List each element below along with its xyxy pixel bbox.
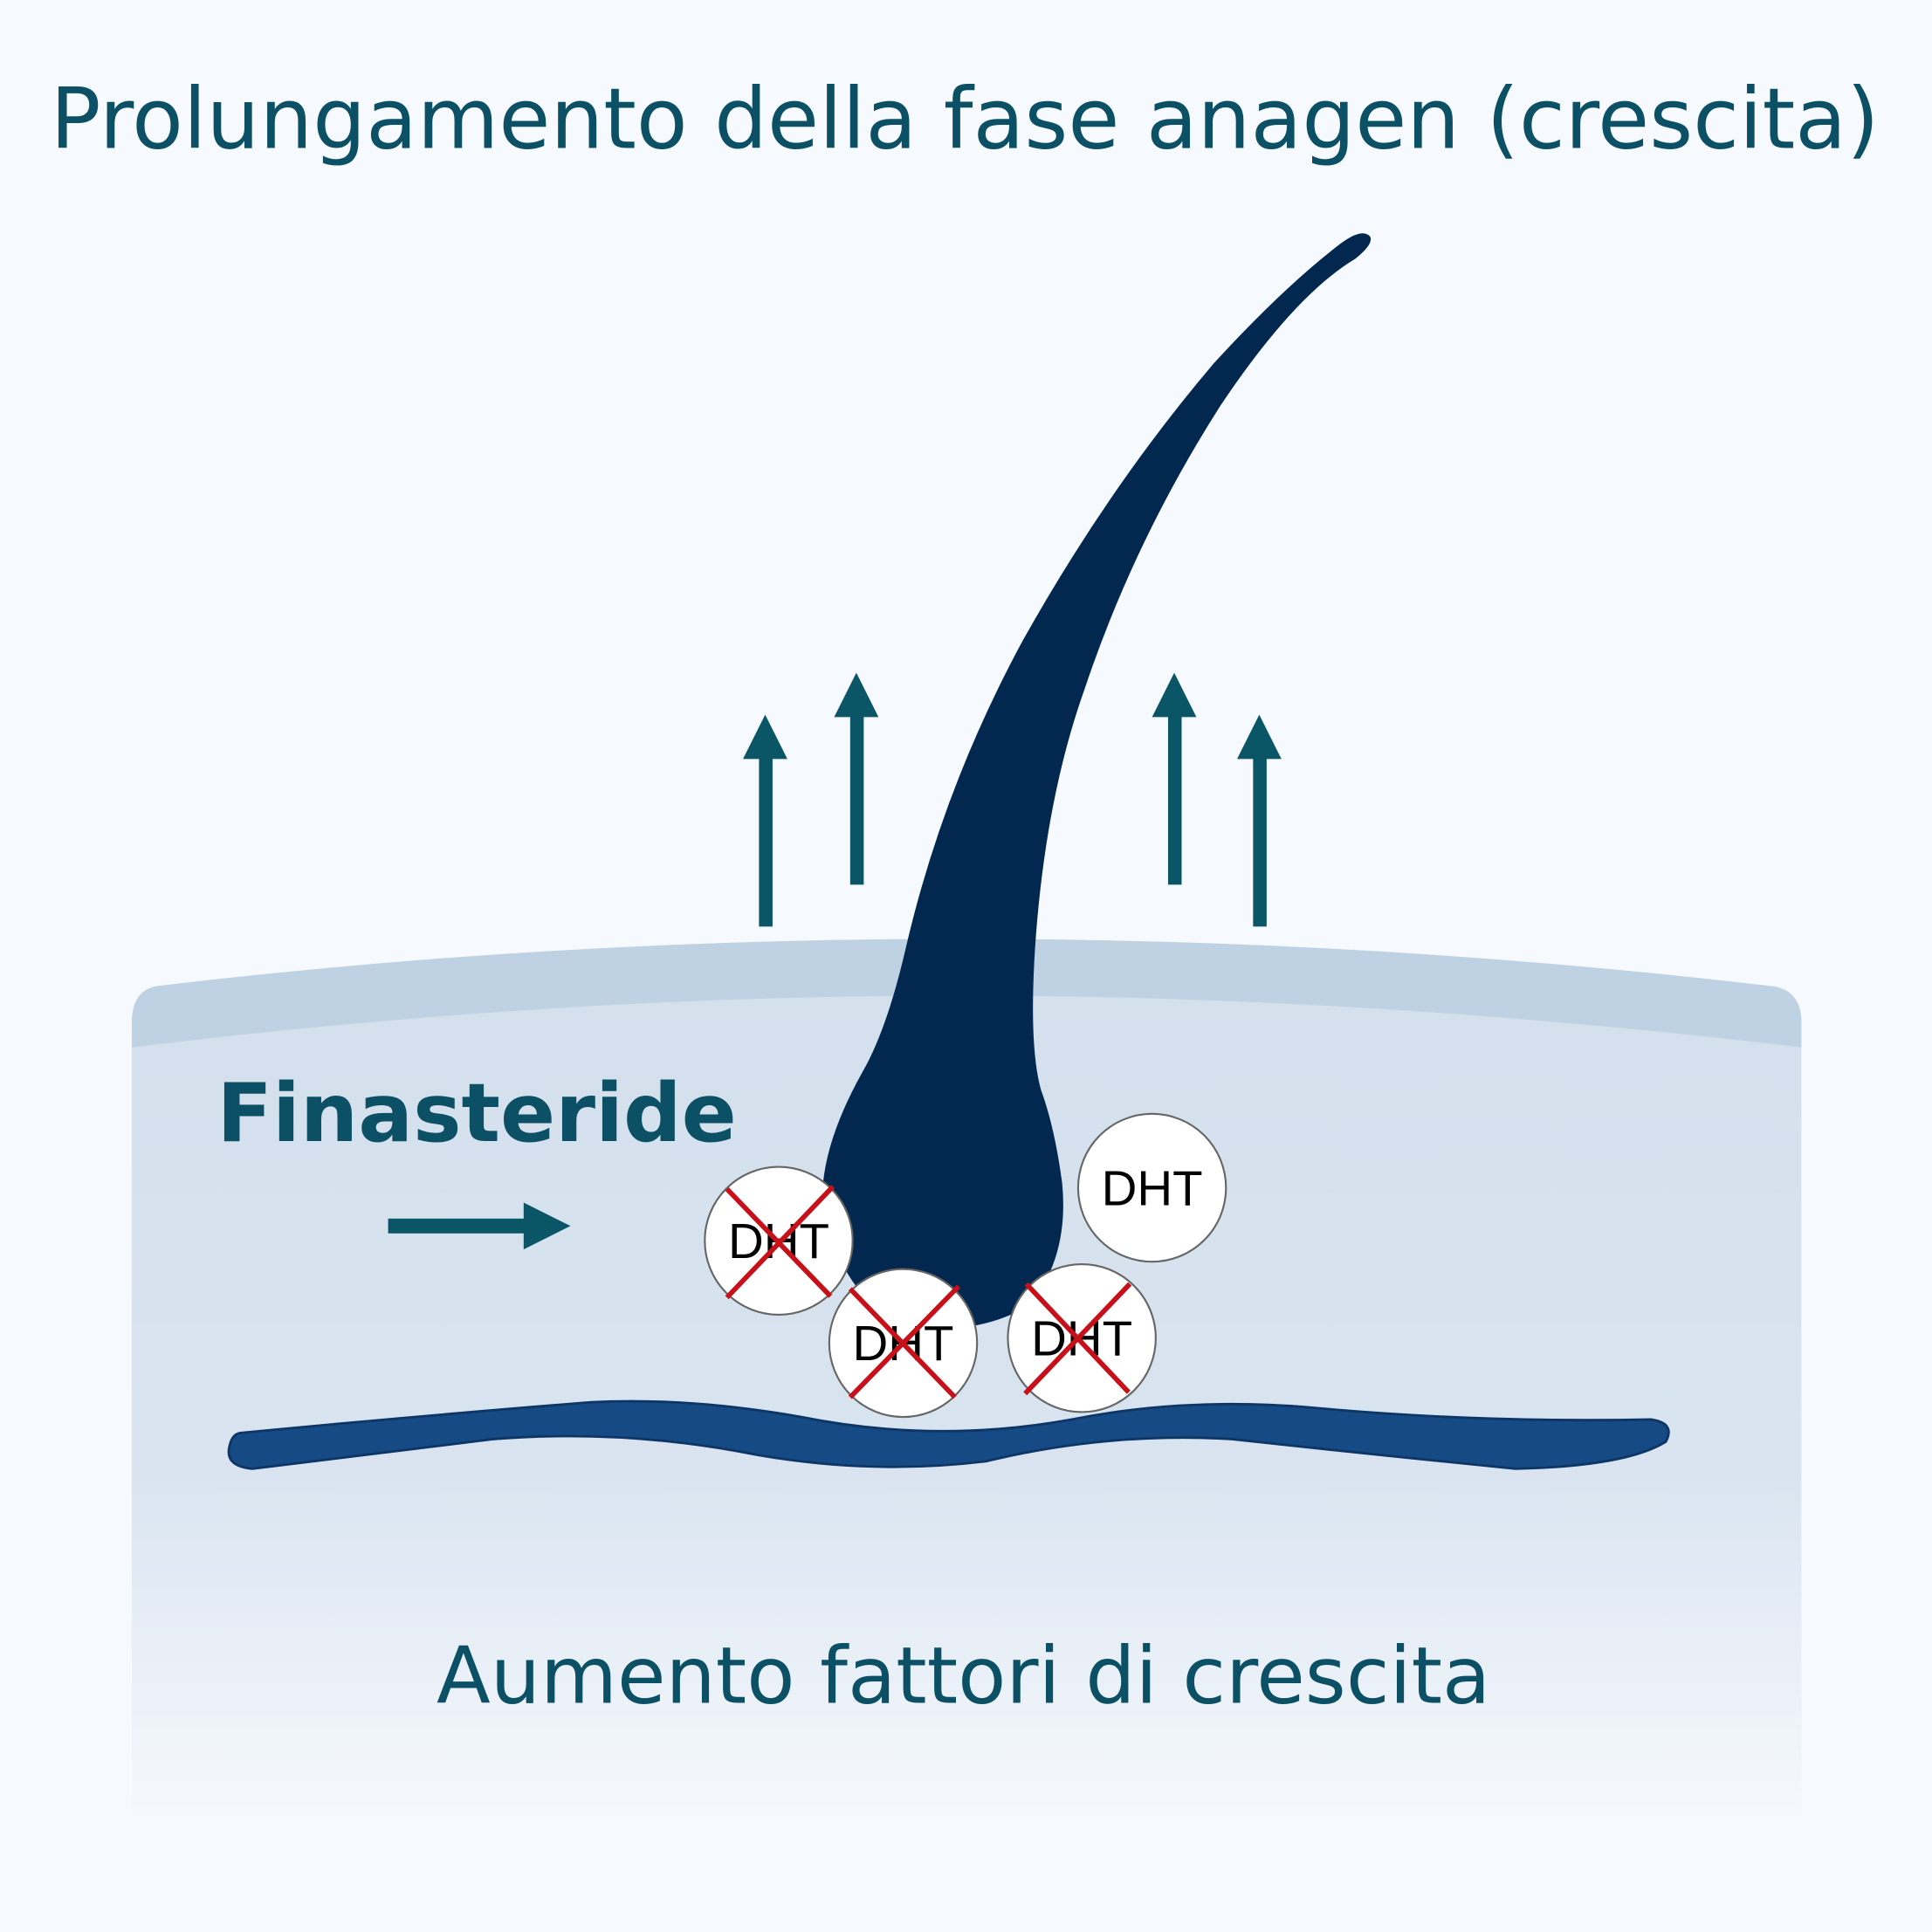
- up-arrow-icon: [1236, 714, 1282, 927]
- dht-molecule: DHT: [704, 1165, 854, 1316]
- dht-label: DHT: [1031, 1310, 1132, 1365]
- blocked-cross-icon: [1023, 1282, 1132, 1396]
- title: Prolungamento della fase anagen (crescit…: [51, 70, 1880, 168]
- dht-molecule: DHT: [828, 1268, 979, 1419]
- drug-label: Finasteride: [217, 1066, 736, 1160]
- up-arrow-icon: [1152, 672, 1197, 885]
- up-arrow-icon: [743, 714, 787, 927]
- right-arrow-icon: [388, 1202, 571, 1250]
- dht-label: DHT: [1102, 1160, 1203, 1215]
- dht-molecule: DHT: [1007, 1262, 1157, 1413]
- dht-molecule: DHT: [1076, 1112, 1227, 1263]
- blood-vessel: [227, 1399, 1670, 1470]
- blocked-cross-icon: [848, 1284, 961, 1399]
- growth-arrows: [743, 672, 1282, 927]
- up-arrow-icon: [834, 672, 879, 885]
- blocked-cross-icon: [725, 1185, 835, 1300]
- bottom-label: Aumento fattori di crescita: [437, 1630, 1490, 1722]
- hair-shaft: [822, 233, 1372, 1329]
